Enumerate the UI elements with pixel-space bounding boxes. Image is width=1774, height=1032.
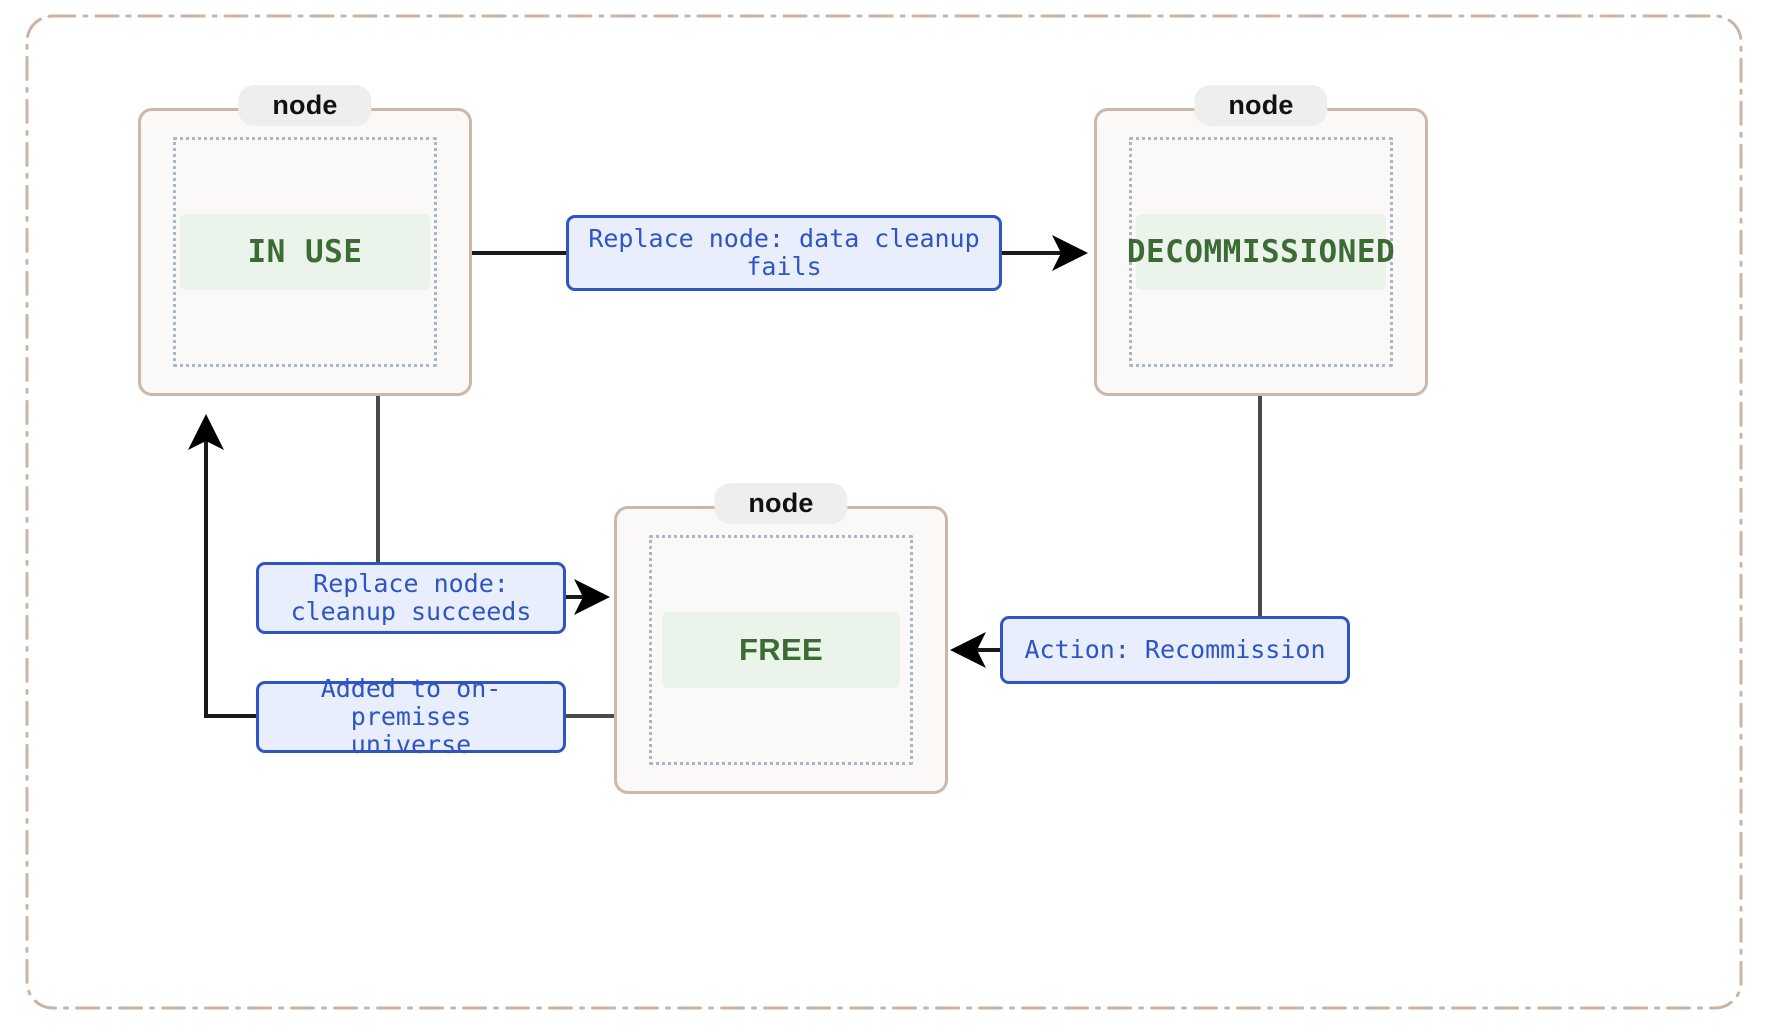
cluster-title-in-use: node (238, 85, 372, 126)
state-decommissioned-label: DECOMMISSIONED (1126, 234, 1396, 270)
cluster-inner-border (649, 535, 913, 765)
state-free[interactable]: FREE (662, 612, 900, 688)
state-in-use[interactable]: IN USE (180, 214, 430, 290)
edge-label-in-use-to-free[interactable]: Replace node: cleanup succeeds (256, 562, 566, 634)
edge-label-in-use-to-decommissioned[interactable]: Replace node: data cleanup fails (566, 215, 1002, 291)
cluster-in-use: node IN USE (138, 85, 472, 396)
cluster-decommissioned: node DECOMMISSIONED (1094, 85, 1428, 396)
edge-label-free-to-in-use[interactable]: Added to on-premises universe (256, 675, 566, 759)
cluster-title-free: node (714, 483, 848, 524)
cluster-inner-border (1129, 137, 1393, 367)
cluster-inner-border (173, 137, 437, 367)
edge-path-decommissioned-to-free (950, 396, 1262, 668)
edge-label-decommissioned-to-free[interactable]: Action: Recommission (1000, 616, 1350, 684)
cluster-free: node FREE (614, 483, 948, 794)
state-in-use-label: IN USE (247, 234, 363, 270)
state-decommissioned[interactable]: DECOMMISSIONED (1127, 214, 1395, 290)
state-free-label: FREE (739, 632, 823, 667)
cluster-title-decommissioned: node (1194, 85, 1328, 126)
